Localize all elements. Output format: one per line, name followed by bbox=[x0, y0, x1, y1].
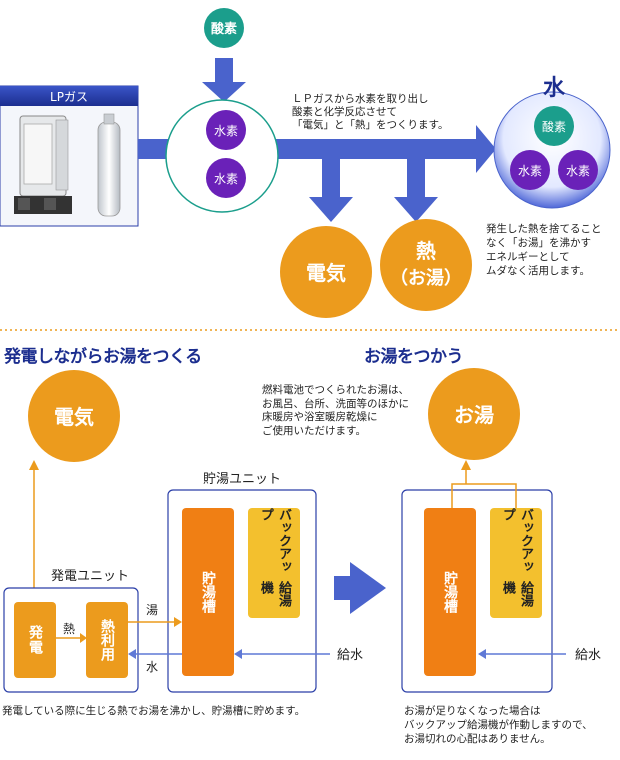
heat-use-box bbox=[86, 602, 128, 678]
left-supply-water-label: 給水 bbox=[337, 648, 363, 663]
water-hydrogen-label-2: 水素 bbox=[566, 164, 590, 178]
backup-heater-box bbox=[248, 508, 300, 618]
water-oxygen-atom bbox=[534, 106, 574, 146]
right-supply-water-label: 給水 bbox=[575, 648, 601, 663]
reaction-circle bbox=[165, 99, 279, 213]
right-backup-text: バックアップ bbox=[500, 508, 533, 573]
heat-circle bbox=[380, 219, 472, 311]
hot-water-flow-arrow bbox=[128, 617, 182, 627]
right-hot-water-label: お湯 bbox=[454, 403, 494, 427]
right-backup-heater-box bbox=[490, 508, 542, 618]
electricity-circle bbox=[280, 226, 372, 318]
left-supply-water-arrow bbox=[234, 649, 330, 659]
lp-gas-panel bbox=[0, 85, 139, 227]
oxygen-label: 酸素 bbox=[211, 21, 237, 37]
left-caption: 発電している際に生じる熱でお湯を沸かし、貯湯槽に貯めます。 bbox=[2, 705, 306, 717]
power-unit-label: 発電ユニット bbox=[51, 569, 129, 584]
right-heater-text: 給湯機 bbox=[500, 581, 533, 608]
water-title: 水 bbox=[543, 76, 566, 101]
water-hydrogen-label-1: 水素 bbox=[518, 164, 542, 178]
process-note: ＬＰガスから水素を取り出し 酸素と化学反応させて 「電気」と「熱」をつくります。 bbox=[292, 93, 449, 131]
lp-gas-label: LPガス bbox=[50, 90, 88, 104]
power-gen-label: 発電 bbox=[27, 625, 43, 655]
storage-unit-label: 貯湯ユニット bbox=[203, 472, 281, 487]
usage-note: 燃料電池でつくられたお湯は、 お風呂、台所、洗面等のほかに 床暖房や浴室暖房乾燥… bbox=[262, 384, 409, 437]
right-hot-water-circle bbox=[428, 368, 520, 460]
right-storage-tank-box bbox=[424, 508, 476, 676]
hydrogen-label-1: 水素 bbox=[214, 124, 238, 138]
oxygen-atom bbox=[204, 8, 244, 48]
left-tank-label: 貯湯槽 bbox=[200, 571, 216, 613]
power-output-arrow bbox=[29, 460, 39, 598]
left-section-heading: 発電しながらお湯をつくる bbox=[4, 347, 202, 367]
waste-heat-note: 発生した熱を捨てること なく「お湯」を沸かす エネルギーとして ムダなく活用しま… bbox=[486, 223, 602, 277]
heat-arrow-label: 熱 bbox=[63, 622, 75, 636]
water-hydrogen-atom-1 bbox=[510, 150, 550, 190]
water-hydrogen-atom-2 bbox=[558, 150, 598, 190]
water-return-arrow bbox=[128, 649, 182, 659]
right-caption: お湯が足りなくなった場合は バックアップ給湯機が作動しますので、 お湯切れの心配… bbox=[404, 705, 593, 745]
hydrogen-label-2: 水素 bbox=[214, 172, 238, 186]
water-return-label: 水 bbox=[146, 660, 158, 674]
left-backup-text: バックアップ bbox=[258, 508, 291, 573]
hot-water-arrow-label: 湯 bbox=[146, 603, 158, 617]
right-tank-label: 貯湯槽 bbox=[442, 571, 458, 613]
main-flow-arrow bbox=[138, 58, 496, 222]
right-section-heading: お湯をつかう bbox=[364, 347, 464, 367]
lp-gas-cylinder-image bbox=[97, 113, 121, 217]
heat-transfer-arrow bbox=[56, 633, 87, 643]
heat-label: 熱 bbox=[416, 239, 436, 263]
heat-sub-label: （お湯） bbox=[390, 268, 462, 289]
left-heater-text: 給湯機 bbox=[258, 581, 291, 608]
left-electricity-label: 電気 bbox=[54, 405, 94, 429]
water-oxygen-label: 酸素 bbox=[542, 119, 566, 134]
storage-tank-box bbox=[182, 508, 234, 676]
fuel-cell-unit-image bbox=[14, 115, 72, 214]
left-backup-heater-label: バックアップ 給湯機 bbox=[248, 508, 300, 618]
hydrogen-atom-2 bbox=[206, 158, 246, 198]
hot-water-output-path bbox=[451, 468, 517, 508]
right-supply-water-arrow bbox=[478, 649, 566, 659]
hydrogen-atom-1 bbox=[206, 110, 246, 150]
transition-arrow bbox=[334, 562, 386, 614]
right-backup-heater-label: バックアップ 給湯機 bbox=[490, 508, 542, 618]
heat-use-label: 熱利用 bbox=[99, 619, 115, 661]
electricity-label: 電気 bbox=[306, 261, 346, 285]
hot-water-output-arrowhead bbox=[461, 460, 471, 470]
power-gen-box bbox=[14, 602, 56, 678]
left-electricity-circle bbox=[28, 370, 120, 462]
